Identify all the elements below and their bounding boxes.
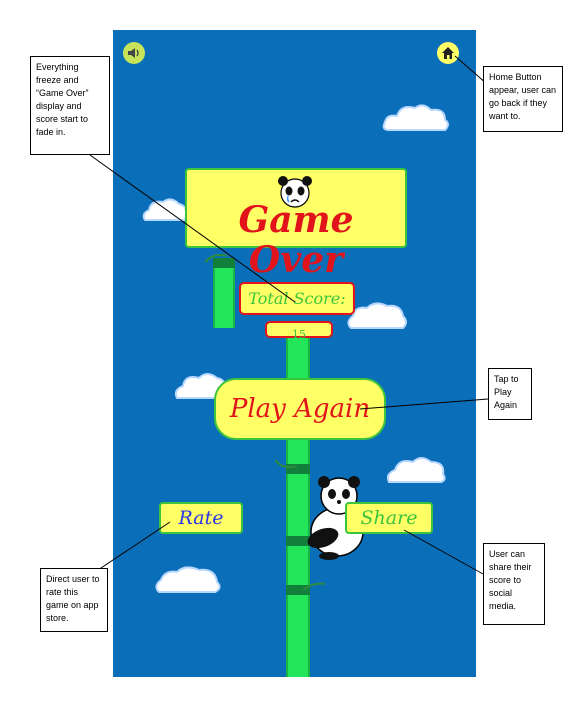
- play-again-button[interactable]: Play Again: [214, 378, 386, 440]
- game-screen: Game Over Total Score: 15 Play Again Rat…: [113, 30, 476, 677]
- game-over-panel: Game Over: [185, 168, 407, 280]
- share-button[interactable]: Share: [345, 502, 433, 534]
- sad-panda-icon: [278, 176, 312, 208]
- cloud: [347, 302, 407, 329]
- bamboo-joint: [286, 464, 310, 474]
- callout-share: User can share their score to social med…: [483, 543, 545, 625]
- cloud: [142, 198, 188, 221]
- bamboo-joint: [286, 585, 310, 595]
- rate-button[interactable]: Rate: [159, 502, 243, 534]
- play-again-label: Play Again: [229, 394, 371, 424]
- callout-rate: Direct user to rate this game on app sto…: [40, 568, 108, 632]
- callout-home: Home Button appear, user can go back if …: [483, 66, 563, 132]
- score-value-box: 15: [265, 321, 333, 341]
- bamboo-leaf: [303, 582, 325, 591]
- share-label: Share: [360, 507, 418, 529]
- bamboo-joint: [286, 536, 310, 546]
- rate-label: Rate: [178, 507, 224, 529]
- callout-play-again: Tap to Play Again: [488, 368, 532, 420]
- bamboo-leaf: [275, 459, 297, 469]
- home-icon: [442, 47, 454, 59]
- callout-freeze: Everything freeze and “Game Over” displa…: [30, 56, 110, 155]
- score-value: 15: [292, 328, 306, 341]
- total-score-label-box: Total Score:: [239, 282, 355, 315]
- bamboo-leaf: [205, 253, 227, 263]
- cloud: [382, 104, 449, 131]
- bamboo-joint: [213, 258, 235, 268]
- cloud: [386, 457, 446, 483]
- cloud: [155, 566, 221, 593]
- game-over-title: Game Over: [238, 199, 354, 281]
- bamboo-short: [213, 258, 235, 328]
- home-button[interactable]: [437, 42, 459, 64]
- sound-toggle-button[interactable]: [123, 42, 145, 64]
- total-score-label: Total Score:: [248, 289, 346, 308]
- speaker-icon: [128, 48, 139, 58]
